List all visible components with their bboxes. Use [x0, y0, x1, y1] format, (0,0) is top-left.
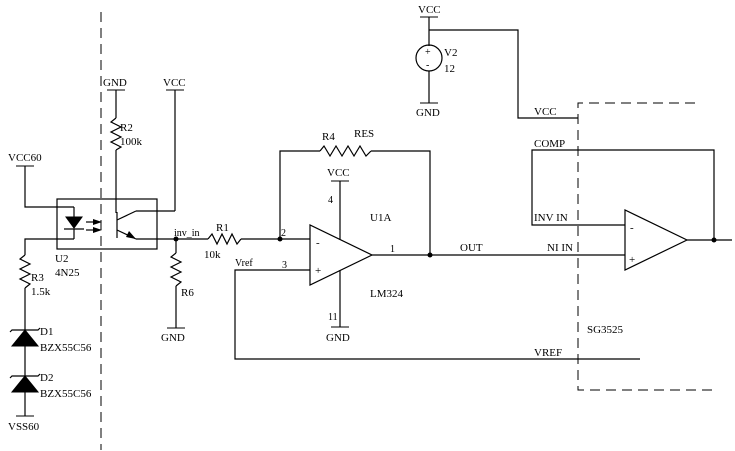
r4-right-wire: [371, 150, 431, 255]
u1a-plus: +: [315, 265, 321, 277]
sg-vcc-label: VCC: [534, 106, 557, 118]
vcc60-wire: [24, 166, 57, 208]
u1a-minus: -: [316, 237, 320, 249]
v2-plus: +: [425, 47, 431, 58]
v2-minus: -: [426, 60, 429, 71]
r6-gnd-label: GND: [161, 332, 185, 344]
v2-name: V2: [444, 47, 457, 59]
sg3525-opamp-body: [624, 209, 689, 271]
vcc-net-wire: [429, 29, 578, 119]
r6-resistor: [169, 252, 183, 287]
out-junction: [427, 252, 433, 258]
u2-vcc-label: VCC: [163, 77, 186, 89]
r4-left-wire: [279, 150, 320, 239]
u2-led-triangle: [65, 216, 83, 229]
r4-value: RES: [354, 128, 374, 140]
vref-big-label: VREF: [534, 347, 562, 359]
v2-gnd-label: GND: [416, 107, 440, 119]
d1-part: BZX55C56: [40, 342, 92, 354]
sg3525-plus: +: [629, 254, 635, 266]
v2-vcc-label: VCC: [418, 4, 441, 16]
r3-name: R3: [31, 272, 44, 284]
vcc60-label: VCC60: [8, 152, 42, 164]
r3-value: 1.5k: [31, 286, 51, 298]
u1a-pin4: 4: [328, 195, 333, 206]
u1a-opamp-body: [309, 224, 374, 286]
r3-resistor: [18, 254, 32, 289]
ni-in-label: NI IN: [547, 242, 573, 254]
sg3525-minus: -: [630, 222, 634, 234]
r6-name: R6: [181, 287, 194, 299]
inv-in-label: inv_in: [174, 228, 200, 239]
u1a-pin11: 11: [328, 312, 338, 323]
u1a-vcc-label: VCC: [327, 167, 350, 179]
r4-resistor: [319, 144, 372, 158]
comp-feedback-wire: [531, 149, 715, 240]
u2-name: U2: [55, 253, 68, 265]
u2-light-arrow-1: [93, 219, 102, 225]
r4-name: R4: [322, 131, 335, 143]
comp-label: COMP: [534, 138, 565, 150]
v2-value: 12: [444, 63, 455, 75]
u2-optocoupler-body: [56, 198, 158, 250]
d2-zener-bar: [9, 373, 41, 379]
u1a-part: LM324: [370, 288, 404, 300]
u2-transistor-collector: [116, 210, 137, 221]
inv-in-sg-label: INV IN: [534, 212, 568, 224]
r2-gnd-label: GND: [103, 77, 127, 89]
vss60-label: VSS60: [8, 421, 40, 433]
d2-part: BZX55C56: [40, 388, 92, 400]
r1-resistor: [207, 232, 242, 246]
r1-name: R1: [216, 222, 229, 234]
u1a-pin3: 3: [282, 260, 287, 271]
u2-cathode-wire: [24, 238, 57, 255]
u1a-pin1: 1: [390, 244, 395, 255]
r2-resistor: [109, 117, 123, 151]
d1-triangle: [10, 329, 40, 347]
r2-value: 100k: [120, 136, 143, 148]
u2-part: 4N25: [55, 267, 80, 279]
u2-emitter-arrow: [126, 231, 136, 239]
d2-triangle: [10, 375, 40, 393]
r2-name: R2: [120, 122, 133, 134]
u1a-name: U1A: [370, 212, 391, 224]
vref-small-label: Vref: [235, 258, 253, 269]
r1-value: 10k: [204, 249, 221, 261]
u1a-gnd-label: GND: [326, 332, 350, 344]
d2-name: D2: [40, 372, 53, 384]
d1-name: D1: [40, 326, 53, 338]
d1-zener-bar: [9, 327, 41, 333]
u1a-pin2: 2: [281, 228, 286, 239]
sg3525-name: SG3525: [587, 324, 624, 336]
u2-light-arrow-2: [93, 227, 102, 233]
vref-wire: [234, 269, 640, 360]
out-label: OUT: [460, 242, 483, 254]
sg3525-boundary: [577, 102, 715, 391]
